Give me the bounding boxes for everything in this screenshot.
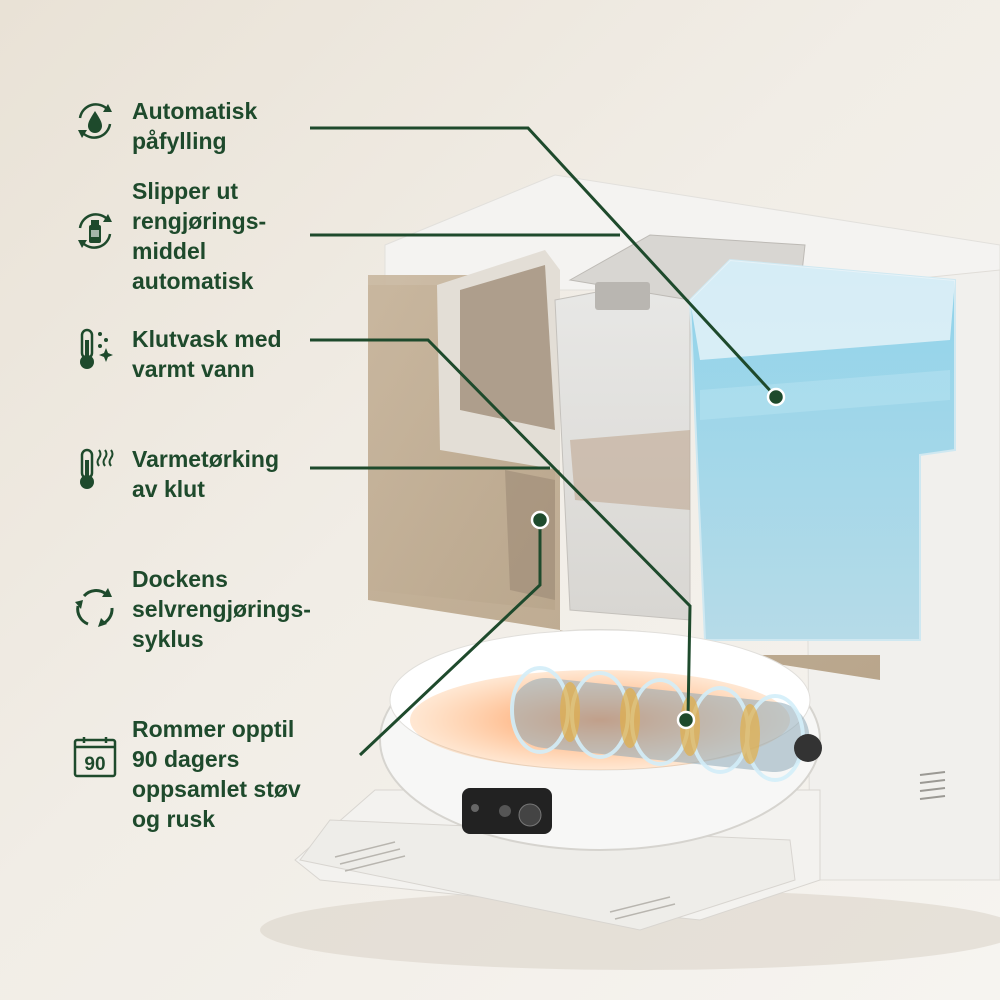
- recycle-arrows-icon: [75, 588, 120, 627]
- feature-item-refill: Automatisk påfylling: [70, 96, 257, 156]
- feature-item-self-clean: Dockens selvrengjørings- syklus: [70, 564, 311, 654]
- feature-item-detergent: Slipper ut rengjørings- middel automatis…: [70, 176, 266, 296]
- refill-water-drop-icon: [78, 96, 112, 146]
- feature-label-self-clean: Dockens selvrengjørings- syklus: [132, 566, 311, 652]
- feature-label-dust-capacity: Rommer opptil 90 dagers oppsamlet støv o…: [132, 716, 301, 832]
- feature-label-warm-wash: Klutvask med varmt vann: [132, 326, 282, 382]
- feature-label-detergent: Slipper ut rengjørings- middel automatis…: [132, 178, 267, 294]
- calendar-number: 90: [84, 754, 105, 775]
- detergent-bottle-icon: [78, 206, 112, 256]
- thermometer-sparkle-icon: [80, 324, 113, 369]
- feature-item-warm-wash: Klutvask med varmt vann: [70, 324, 282, 384]
- feature-item-dust-capacity: 90 Rommer opptil 90 dagers oppsamlet stø…: [70, 714, 301, 834]
- feature-label-refill: Automatisk påfylling: [132, 98, 258, 154]
- feature-label-heat-dry: Varmetørking av klut: [132, 446, 279, 502]
- thermometer-heat-icon: [80, 444, 120, 489]
- calendar-90-icon: 90: [70, 732, 120, 782]
- feature-item-heat-dry: Varmetørking av klut: [70, 444, 279, 504]
